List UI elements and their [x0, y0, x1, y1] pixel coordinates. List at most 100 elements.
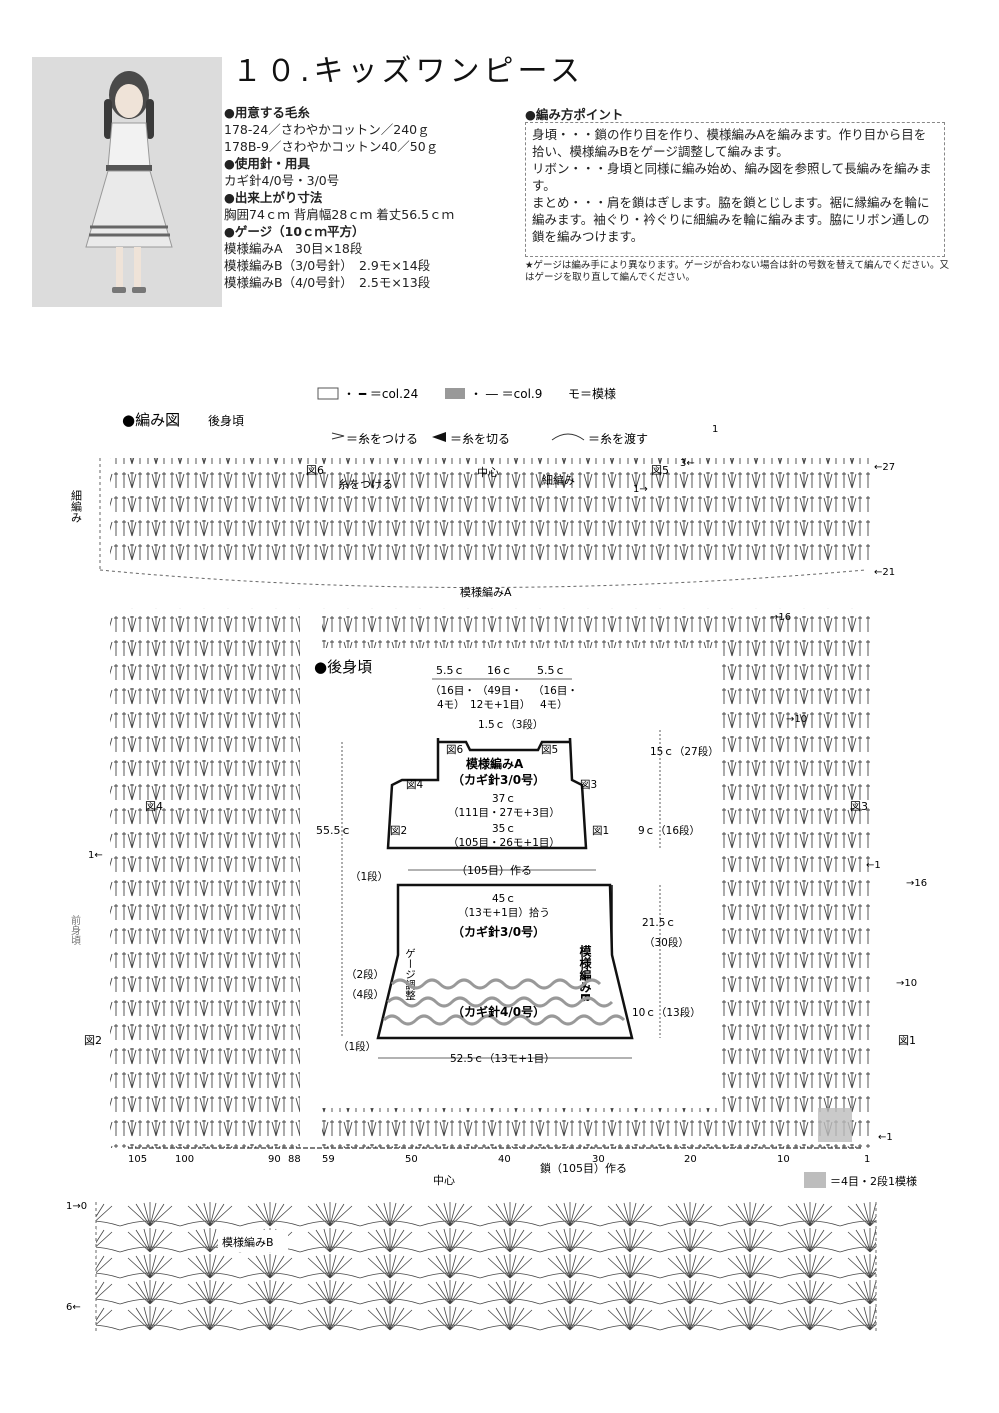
- fig5-label: 図5: [651, 464, 669, 477]
- row-label-1arrow: 1→: [633, 484, 648, 495]
- row-label-1left: 1←: [88, 850, 103, 861]
- legend-mo: モ＝模様: [568, 387, 616, 401]
- top-width-center: 16ｃ: [487, 664, 512, 677]
- legend-pass: ＝糸を渡す: [588, 431, 648, 446]
- model-photo: [32, 57, 222, 307]
- top-count-left-1: （16目・: [430, 685, 475, 697]
- pattern-b-schematic: 模様編みB: [578, 944, 592, 1003]
- center-bottom-label: 中心: [433, 1174, 455, 1187]
- materials-list: ●用意する毛糸 178-24／さわやかコットン／240ｇ 178B-9／さわやかコッ…: [224, 104, 514, 291]
- row-4: （4段）: [346, 988, 384, 1001]
- attach-thread-icon: [331, 432, 345, 440]
- needle-b3-schematic: （カギ針3/0号）: [452, 924, 545, 939]
- top-count-right-2: 4モ）: [540, 699, 568, 711]
- legend-cut: ＝糸を切る: [450, 432, 510, 446]
- top-count-center-2: 12モ+1目）: [470, 699, 530, 711]
- row-label-1-0: 1→0: [66, 1201, 87, 1212]
- fig3-schematic: 図3: [580, 779, 597, 791]
- needle-a-schematic: （カギ針3/0号）: [452, 772, 545, 787]
- top-count-right-1: （16目・: [533, 685, 578, 697]
- stitch-number: 88: [288, 1154, 301, 1165]
- width-52: 52.5ｃ（13モ+1目）: [450, 1053, 555, 1065]
- stitch-number: 59: [322, 1154, 335, 1165]
- height-21: 21.5ｃ: [642, 917, 676, 929]
- chart-title: ●編み図: [122, 411, 180, 429]
- fig3-label: 図3: [850, 800, 868, 813]
- materials-line: 模様編みA 30目×18段: [224, 241, 363, 256]
- materials-heading: ●使用針・用具: [224, 156, 310, 171]
- top-width-left: 5.5ｃ: [436, 664, 465, 677]
- height-10: 10ｃ（13段）: [632, 1006, 701, 1019]
- fig6-schematic: 図6: [446, 744, 463, 756]
- hosoami-label: 細編み: [542, 473, 575, 487]
- materials-heading: ●出来上がり寸法: [224, 190, 323, 205]
- chain-label: 鎖（105目）作る: [540, 1161, 627, 1175]
- row-label-16b: →16: [906, 878, 927, 889]
- row-label-6: 6←: [66, 1302, 81, 1313]
- materials-heading: ●ゲージ（10ｃｍ平方）: [224, 224, 365, 239]
- stitch-number: 105: [128, 1154, 147, 1165]
- stitch-number: 50: [405, 1154, 418, 1165]
- point-body: 身頃・・・鎖の作り目を作り、模様編みAを編みます。作り目から目を拾い、模様編みB…: [532, 127, 927, 159]
- row-label-1top: 1: [712, 424, 718, 435]
- row-1-top: （1段）: [350, 870, 388, 883]
- materials-line: 胸囲74ｃｍ 背肩幅28ｃｍ 着丈56.5ｃｍ: [224, 207, 455, 222]
- stitch-number: 90: [268, 1154, 281, 1165]
- row-label-16a: →16: [770, 612, 791, 623]
- width-37-count: （111目・27モ+3目）: [448, 807, 560, 819]
- pattern-a-schematic: 模様編みA: [466, 756, 524, 771]
- fig1-label: 図1: [898, 1034, 916, 1047]
- front-label: 前身頃: [69, 914, 81, 946]
- fig5-schematic: 図5: [541, 744, 558, 756]
- stitch-number: 40: [498, 1154, 511, 1165]
- stitch-number: 20: [684, 1154, 697, 1165]
- bottom-stitch-numbers: 105 100 90 88 59 50 40 30 20 10 1: [128, 1154, 870, 1165]
- width-37: 37ｃ: [492, 793, 516, 805]
- row-label-3: 3←: [680, 458, 695, 469]
- chart-subtitle: 後身頃: [208, 413, 244, 428]
- materials-line: カギ針4/0号・3/0号: [224, 173, 340, 188]
- top-count-left-2: 4モ）: [437, 699, 465, 711]
- points-box: 身頃・・・鎖の作り目を作り、模様編みAを編みます。作り目から目を拾い、模様編みB…: [525, 122, 945, 257]
- legend-col24: ・ ━ ＝col.24: [343, 387, 418, 401]
- height-15: 15ｃ（27段）: [650, 745, 719, 758]
- fig2-schematic: 図2: [390, 825, 407, 837]
- width-45: 45ｃ: [492, 893, 516, 905]
- point-finishing: まとめ・・・肩を鎖はぎします。脇を鎖とじします。裾に縁編みを輪に編みます。袖ぐり…: [532, 195, 930, 244]
- row-label-21: ←21: [874, 567, 895, 578]
- pattern-b-label: 模様編みB: [222, 1235, 274, 1249]
- row-label-1b: ←1: [878, 1132, 893, 1143]
- row-label-1a: ←1: [866, 860, 881, 871]
- stitch-number: 100: [175, 1154, 194, 1165]
- width-35-count: （105目・26モ+1目）: [448, 837, 560, 849]
- height-55: 55.5ｃ: [316, 824, 352, 837]
- stitch-number: 1: [864, 1154, 870, 1165]
- stitch-chart: ・ ━ ＝col.24 ・ ― ＝col.9 モ＝模様 ＝糸をつける ＝糸を切る…: [66, 387, 927, 1332]
- materials-heading: ●用意する毛糸: [224, 105, 310, 120]
- row-label-27: ←27: [874, 462, 895, 473]
- page-title: １０.キッズワンピース: [232, 54, 585, 89]
- materials-line: 178-24／さわやかコットン／240ｇ: [224, 122, 430, 137]
- top-count-center-1: （49目・: [477, 685, 522, 697]
- pass-thread-icon: [551, 433, 585, 441]
- fig2-label: 図2: [84, 1034, 102, 1047]
- gauge-adjust-label: ゲージ調整: [404, 948, 416, 1001]
- row-label-10a: →10: [786, 714, 807, 725]
- legend-col9: ・ ― ＝col.9: [470, 387, 542, 401]
- cut-thread-icon: [432, 432, 446, 442]
- neck-depth: 1.5ｃ（3段）: [478, 718, 543, 731]
- fig6-label: 図6: [306, 464, 324, 477]
- attach-thread-label: 糸をつける: [338, 478, 393, 491]
- schematic-title: ●後身頃: [314, 658, 372, 676]
- pattern-a-label: 模様編みA: [460, 585, 512, 599]
- materials-line: 178B-9／さわやかコットン40／50ｇ: [224, 139, 439, 154]
- row-1-bottom: （1段）: [338, 1040, 376, 1053]
- needle-b4-schematic: （カギ針4/0号）: [452, 1004, 545, 1019]
- top-width-right: 5.5ｃ: [537, 664, 566, 677]
- hosoami-side-label: 細編み: [70, 490, 83, 523]
- pick-up-count: （13モ+1目）拾う: [458, 906, 550, 919]
- row-2: （2段）: [346, 968, 384, 981]
- stitch-number: 30: [592, 1154, 605, 1165]
- center-label: 中心: [477, 466, 499, 479]
- stitch-number: 10: [777, 1154, 790, 1165]
